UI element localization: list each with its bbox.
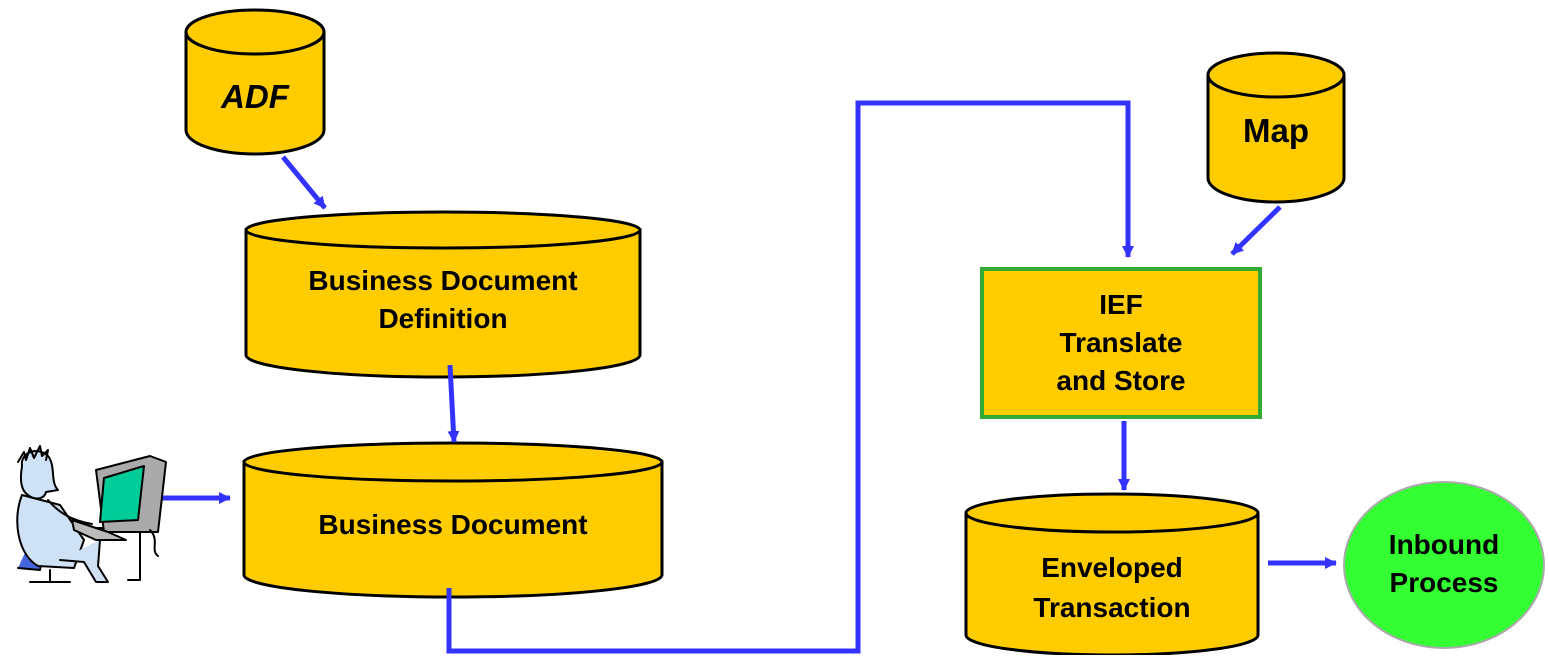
user-at-computer-icon: [16, 445, 167, 583]
bd-label: Business Document: [244, 506, 662, 544]
ief-label-line2: Translate: [1059, 327, 1183, 358]
bdd-label: Business Document Definition: [246, 262, 640, 338]
ief-label-line3: and Store: [1056, 365, 1186, 396]
arrow-bdd-to-bd: [447, 364, 460, 443]
map-cylinder: [1206, 51, 1346, 204]
adf-label: ADF: [186, 78, 324, 116]
ief-label: IEF Translate and Store: [982, 286, 1260, 400]
inbound-process-oval: [1343, 481, 1545, 649]
env-label-line1: Enveloped: [1041, 552, 1183, 583]
env-label: Enveloped Transaction: [966, 548, 1258, 628]
arrow-map-to-ief: [1230, 205, 1282, 256]
env-cylinder: [964, 492, 1260, 657]
inbound-label-line2: Process: [1389, 567, 1499, 598]
ief-process-box: [980, 267, 1262, 419]
bd-label-text: Business Document: [318, 509, 588, 540]
bd-cylinder: [242, 441, 664, 599]
inbound-label: Inbound Process: [1344, 526, 1544, 602]
adf-label-text: ADF: [221, 78, 289, 115]
map-label-text: Map: [1243, 112, 1309, 149]
map-label: Map: [1208, 112, 1344, 150]
bdd-label-line2: Definition: [378, 303, 508, 334]
arrow-adf-to-bdd: [281, 155, 327, 210]
bdd-label-line1: Business Document: [308, 265, 578, 296]
ief-label-line1: IEF: [1099, 289, 1143, 320]
inbound-label-line1: Inbound: [1388, 529, 1500, 560]
connector-bd-to-ief: [446, 100, 1134, 654]
adf-cylinder: [184, 8, 326, 156]
env-label-line2: Transaction: [1033, 592, 1191, 623]
